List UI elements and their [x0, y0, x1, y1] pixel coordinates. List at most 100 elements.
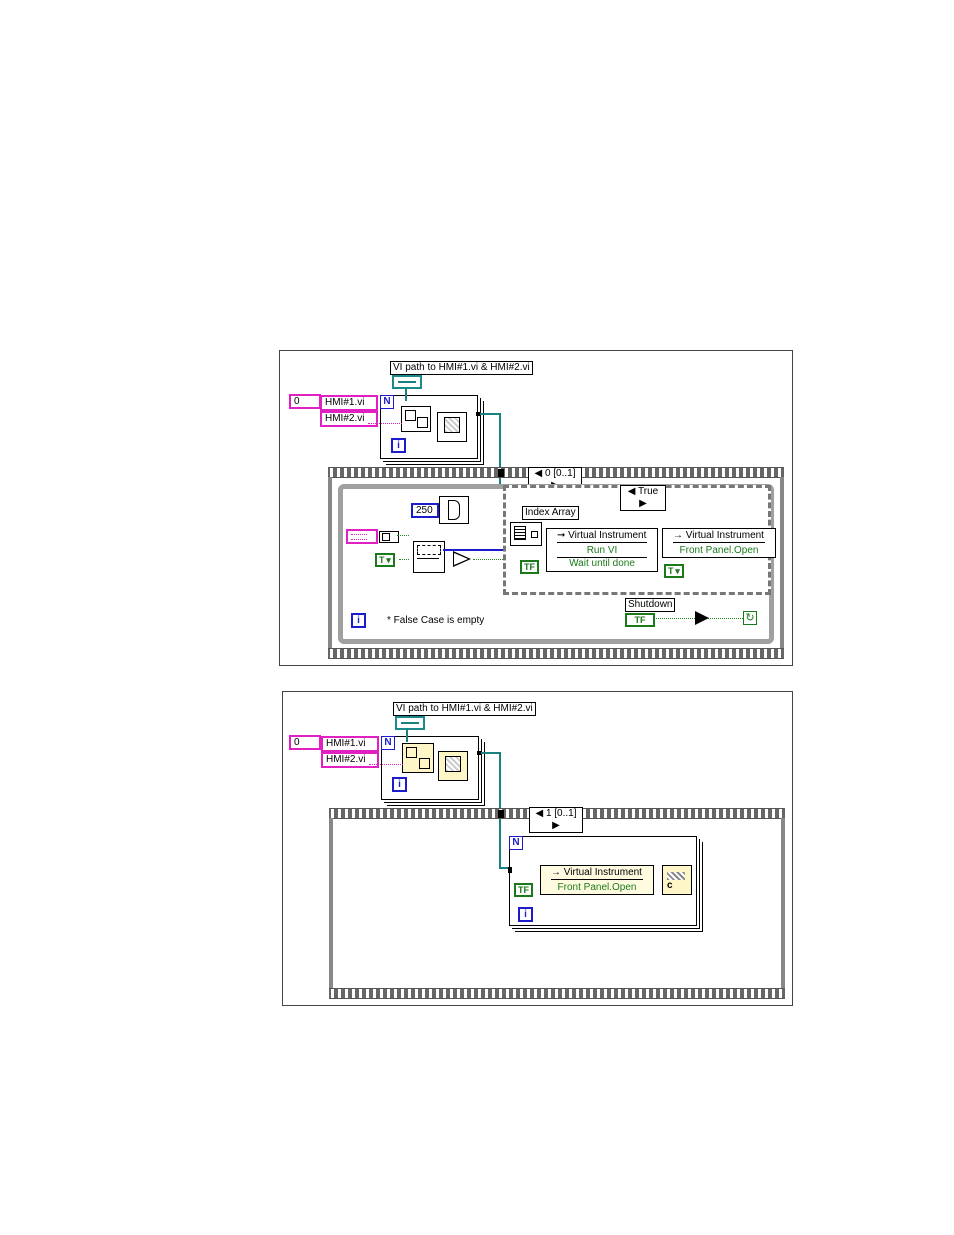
loop-count-label-2: N — [384, 737, 392, 748]
reference-wire-into-loop — [499, 867, 513, 869]
path-constant[interactable] — [392, 375, 422, 389]
invoke-node-run-vi[interactable]: ➞ Virtual Instrument Run VI Wait until d… — [546, 528, 658, 572]
reference-wire-vertical — [499, 413, 501, 499]
index-wire — [443, 549, 503, 551]
boolean-wire — [399, 559, 409, 560]
node3-front-panel: Front Panel.Open — [557, 882, 637, 893]
string-constant-hmi2-2[interactable]: HMI#2.vi — [321, 752, 379, 768]
node1-row1: Run VI — [557, 544, 647, 558]
sequence-selector-2[interactable]: ◀ 1 [0..1] ▶ — [529, 807, 583, 833]
while-loop[interactable]: i * False Case is empty 250 T ▾ ◀ — [338, 484, 776, 644]
iteration-terminal: i — [391, 438, 406, 453]
node2-row1: Front Panel.Open — [673, 544, 765, 557]
loop-count-terminal-3: N — [509, 836, 523, 850]
build-path-icon-2[interactable] — [402, 743, 434, 773]
sequence-side-right-2 — [781, 818, 785, 988]
iteration-terminal-3: i — [518, 907, 533, 922]
open-vi-reference-icon-2[interactable] — [438, 751, 468, 781]
sequence-side-left — [328, 477, 332, 648]
front-panel-bool-2[interactable]: TF — [514, 883, 533, 897]
search-array-icon[interactable] — [413, 541, 445, 573]
boolean-constant-true[interactable]: T ▾ — [375, 553, 395, 567]
iteration-label-3: i — [524, 909, 527, 920]
array-size-icon[interactable] — [379, 531, 399, 543]
path-wire-down-2 — [406, 728, 408, 742]
sequence-side-left-2 — [329, 818, 333, 988]
while-iteration-label: i — [357, 615, 360, 626]
node1-run-vi: Run VI — [586, 545, 618, 556]
path-constant-2[interactable] — [395, 716, 425, 730]
build-path-icon[interactable] — [401, 406, 431, 432]
open-vi-reference-icon[interactable] — [437, 412, 467, 442]
front-panel-bool[interactable]: T ▾ — [664, 564, 684, 578]
node2-front-panel: Front Panel.Open — [679, 545, 759, 556]
index-array-icon[interactable] — [510, 522, 542, 546]
node1-title: Virtual Instrument — [568, 530, 647, 541]
loop-count-label-3: N — [512, 837, 520, 848]
for-loop-3[interactable]: N i → Virtual Instrument Front Panel.Ope… — [508, 836, 697, 926]
iteration-label: i — [397, 440, 400, 451]
loop-count-terminal: N — [380, 395, 394, 409]
string-constant-hmi2[interactable]: HMI#2.vi — [320, 411, 378, 427]
case-selector[interactable]: ◀ True ▶ — [620, 485, 666, 511]
numeric-constant-value-2: 0 — [294, 737, 300, 748]
node3-title-row: → Virtual Instrument — [551, 867, 643, 880]
wait-ms-constant[interactable]: 250 — [411, 503, 439, 518]
sequence-film-bottom — [328, 648, 784, 659]
node3-title: Virtual Instrument — [563, 867, 642, 878]
sequence-tunnel-2 — [498, 810, 504, 818]
node1-wait: Wait until done — [569, 558, 635, 569]
tunnel-out — [476, 412, 480, 416]
case-structure[interactable]: ◀ True ▶ Index Array ➞ Virtual Instrumen… — [503, 485, 776, 595]
node3-row1: Front Panel.Open — [551, 881, 643, 894]
path-label: VI path to HMI#1.vi & HMI#2.vi — [390, 361, 533, 375]
false-case-note: * False Case is empty — [387, 615, 485, 626]
not-gate-icon[interactable] — [695, 611, 709, 625]
string-hmi1-text-2: HMI#1.vi — [326, 738, 366, 749]
block-diagram-1: VI path to HMI#1.vi & HMI#2.vi 0 HMI#1.v… — [279, 350, 793, 666]
string-constant-hmi1-2[interactable]: HMI#1.vi — [321, 736, 379, 752]
wait-ms-value: 250 — [416, 505, 433, 516]
conditional-terminal-icon[interactable]: ↻ — [743, 611, 757, 625]
shutdown-terminal[interactable]: TF — [625, 613, 655, 627]
for-loop-1[interactable]: N i — [380, 395, 478, 459]
string-hmi2-text: HMI#2.vi — [325, 413, 365, 424]
loop-count-terminal-2: N — [381, 736, 395, 750]
close-reference-icon[interactable]: c — [662, 865, 692, 895]
iteration-terminal-2: i — [392, 777, 407, 792]
numeric-constant-value: 0 — [294, 396, 300, 407]
close-c-glyph: c — [667, 880, 673, 891]
case-selector-text: True — [638, 486, 659, 497]
wait-bool-text: TF — [524, 562, 535, 572]
block-diagram-2: VI path to HMI#1.vi & HMI#2.vi 0 HMI#1.v… — [282, 691, 793, 1006]
numeric-constant-zero-2[interactable]: 0 — [289, 735, 321, 750]
array-icon — [351, 534, 367, 540]
while-iteration-terminal: i — [351, 613, 366, 628]
iteration-label-2: i — [398, 779, 401, 790]
sequence-selector-text: 0 [0..1] — [544, 468, 576, 479]
string-hmi1-text: HMI#1.vi — [325, 397, 365, 408]
wait-ms-icon[interactable] — [439, 496, 469, 524]
path-wire-down — [405, 387, 407, 401]
array-constant[interactable] — [346, 529, 378, 544]
reference-wire-horizontal — [478, 413, 500, 415]
sequence-tunnel — [498, 469, 504, 477]
string-hmi2-text-2: HMI#2.vi — [326, 754, 366, 765]
reference-wire-horizontal-2 — [479, 752, 501, 754]
wait-until-done-bool[interactable]: TF — [520, 560, 539, 574]
sequence-film-bottom-2 — [329, 988, 785, 999]
loop-count-label: N — [383, 396, 391, 407]
shutdown-label: Shutdown — [625, 598, 676, 612]
numeric-constant-zero[interactable]: 0 — [289, 394, 321, 409]
node2-title-row: → Virtual Instrument — [673, 530, 765, 543]
property-node-front-panel[interactable]: → Virtual Instrument Front Panel.Open — [662, 528, 776, 558]
comparator-inner — [454, 553, 468, 565]
index-array-label: Index Array — [522, 506, 579, 520]
compare-out-wire — [473, 559, 505, 560]
tunnel-out-2 — [477, 751, 481, 755]
property-node-front-panel-2[interactable]: → Virtual Instrument Front Panel.Open — [540, 865, 654, 895]
sequence-selector-text-2: 1 [0..1] — [545, 808, 577, 819]
string-constant-hmi1[interactable]: HMI#1.vi — [320, 395, 378, 411]
path-label-2: VI path to HMI#1.vi & HMI#2.vi — [393, 702, 536, 716]
for-loop-2[interactable]: N i — [381, 736, 479, 800]
